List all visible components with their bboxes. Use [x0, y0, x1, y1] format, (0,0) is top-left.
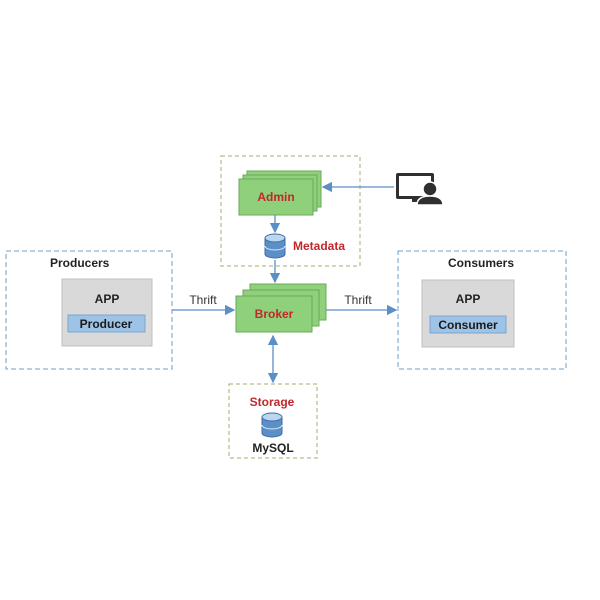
broker-label: Broker: [255, 307, 294, 321]
producers-group: Producers APP Producer: [5, 250, 173, 370]
admin-metadata-frame: [220, 155, 361, 267]
storage-frame: [228, 383, 318, 459]
producer-component-box: [67, 314, 146, 333]
metadata-label: Metadata: [293, 239, 345, 253]
storage-title: Storage: [250, 395, 295, 409]
consumer-app-box: [421, 279, 515, 348]
database-icon: [264, 233, 286, 259]
user-at-computer-icon: [396, 173, 444, 206]
consumers-title: Consumers: [448, 256, 514, 270]
broker-node: Broker: [235, 283, 327, 333]
admin-node: Admin: [238, 170, 322, 216]
consumers-group: Consumers APP Consumer: [397, 250, 567, 370]
thrift-label-right: Thrift: [344, 293, 372, 307]
storage-group: Storage MySQL: [228, 383, 318, 459]
storage-db-label: MySQL: [252, 441, 293, 455]
producer-component-label: Producer: [80, 317, 133, 331]
connectors: [172, 181, 398, 384]
consumer-component-box: [429, 315, 507, 334]
admin-label: Admin: [257, 190, 294, 204]
consumers-frame: [397, 250, 567, 370]
thrift-label-left: Thrift: [189, 293, 217, 307]
producers-title: Producers: [50, 256, 110, 270]
database-icon: [261, 412, 283, 438]
producer-app-label: APP: [95, 292, 120, 306]
producer-app-box: [61, 278, 153, 347]
metadata-node: Metadata: [264, 233, 345, 259]
consumer-component-label: Consumer: [438, 318, 498, 332]
consumer-app-label: APP: [456, 292, 481, 306]
